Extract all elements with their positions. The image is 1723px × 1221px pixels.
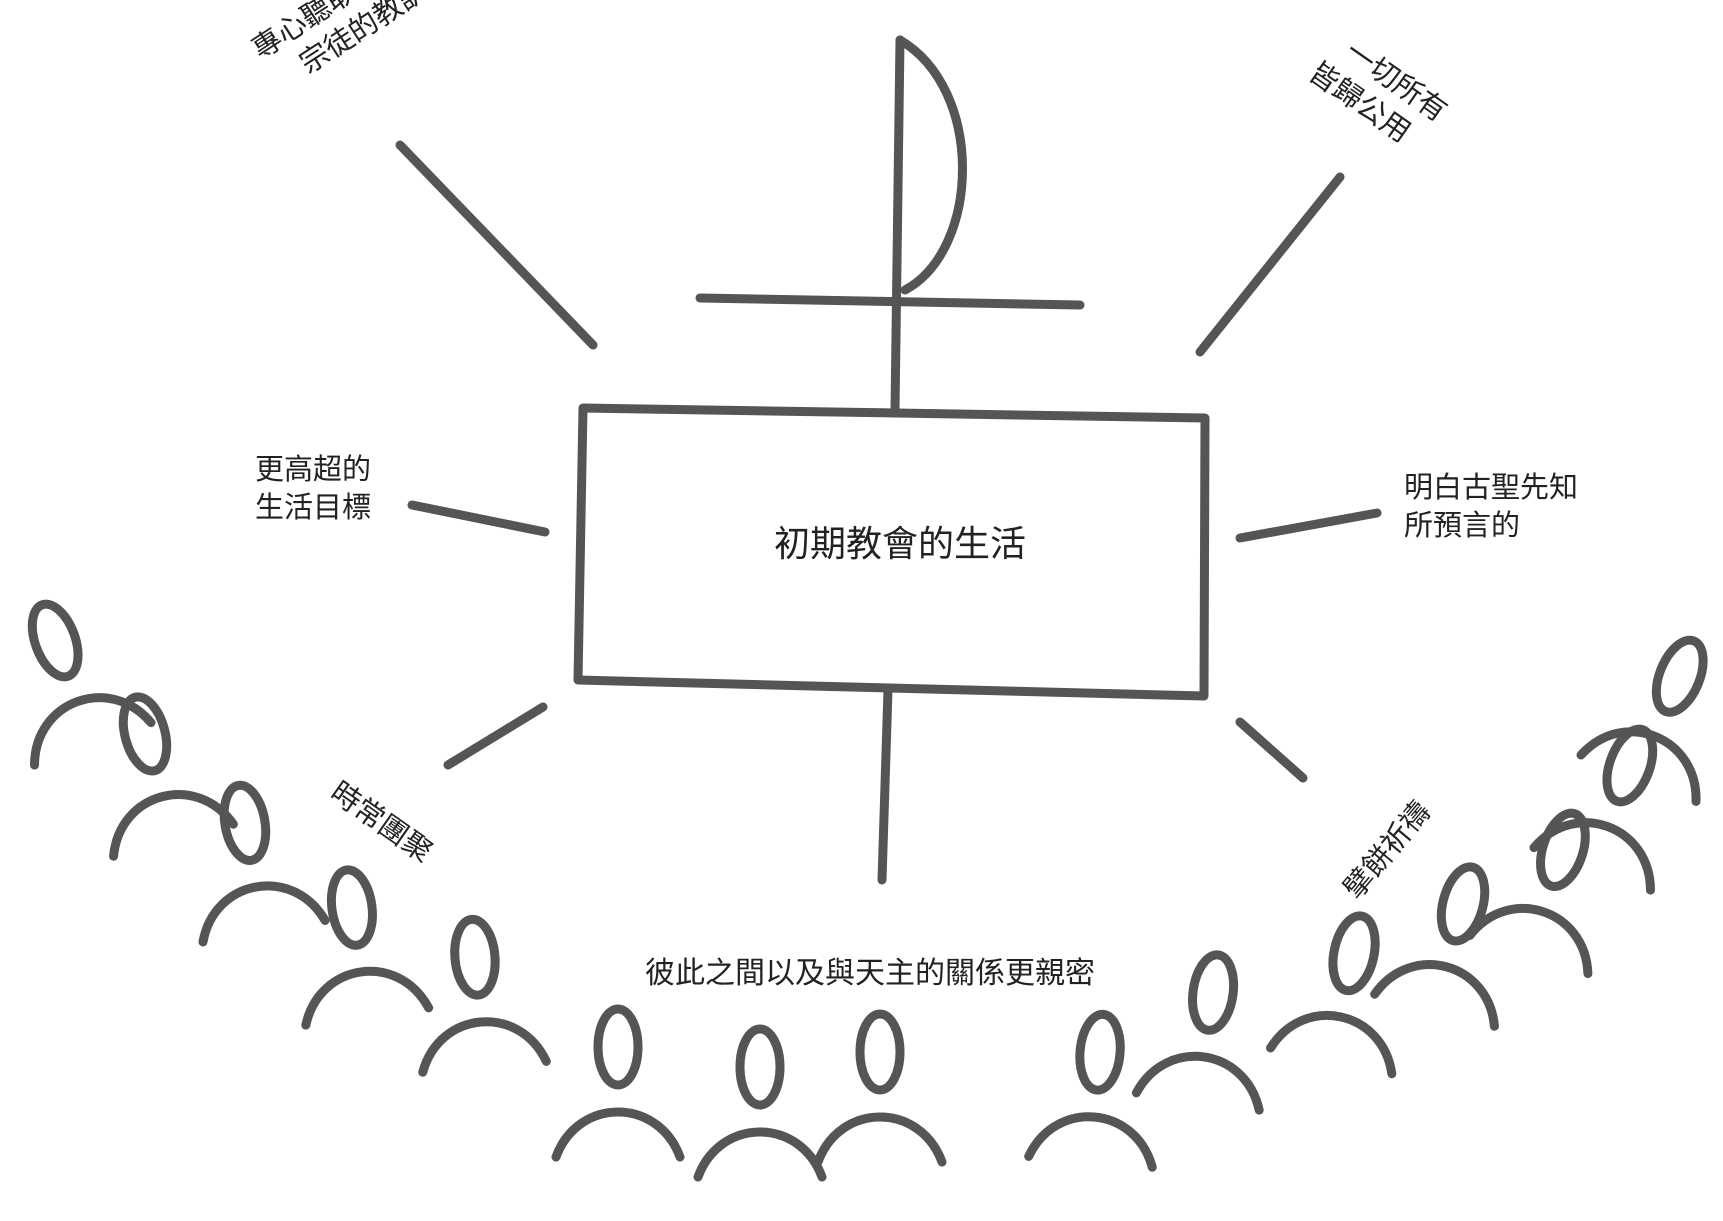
cross-vertical-upper	[890, 35, 905, 415]
person-head	[219, 780, 271, 865]
person-icon	[813, 1009, 947, 1167]
label-mid-right-line1: 明白古聖先知	[1404, 470, 1579, 504]
person-arms	[198, 881, 330, 947]
person-icon	[1465, 808, 1593, 979]
person-arms	[1370, 960, 1499, 1031]
person-icon	[1024, 1009, 1157, 1172]
person-icon	[109, 692, 238, 861]
person-icon	[551, 1004, 685, 1162]
people-group	[27, 599, 1708, 1182]
person-icon	[1370, 862, 1499, 1031]
label-mid-left: 更高超的 生活目標	[255, 450, 371, 526]
center-box	[573, 403, 1210, 701]
person-head	[735, 1024, 785, 1110]
person-icon	[1576, 635, 1708, 806]
person-arms	[301, 966, 434, 1030]
person-arms	[1131, 1051, 1264, 1115]
ray-bottom-left	[443, 702, 548, 770]
person-icon	[27, 599, 156, 770]
person-head	[593, 1004, 643, 1090]
person-icon	[1131, 950, 1264, 1115]
ray-top-right	[1195, 172, 1345, 357]
label-bottom: 彼此之間以及與天主的關係更親密	[645, 956, 1095, 991]
person-icon	[1266, 911, 1397, 1079]
person-icon	[198, 780, 330, 947]
person-head	[1188, 950, 1239, 1035]
person-head	[1075, 1009, 1125, 1095]
person-head	[27, 599, 83, 682]
person-icon	[301, 865, 434, 1030]
ray-top-left	[395, 140, 598, 350]
center-title: 初期教會的生活	[773, 524, 1026, 565]
person-icon	[418, 914, 551, 1077]
ray-bottom-right	[1235, 717, 1308, 783]
label-mid-left-line2: 生活目標	[255, 490, 372, 524]
person-arms	[1529, 818, 1655, 895]
person-arms	[30, 693, 156, 770]
ray-mid-right	[1235, 508, 1382, 543]
person-head	[450, 914, 500, 1000]
cross-horizontal	[695, 293, 1085, 310]
person-arms	[1024, 1112, 1157, 1172]
person-arms	[813, 1112, 947, 1167]
person-head	[118, 692, 172, 776]
person-arms	[1576, 727, 1701, 806]
cross-vertical-lower	[877, 685, 893, 885]
person-arms	[551, 1107, 685, 1162]
person-head	[1436, 862, 1490, 946]
label-mid-right-line2: 所預言的	[1404, 508, 1521, 542]
person-head	[326, 865, 377, 950]
person-arms	[109, 790, 238, 861]
person-arms	[1266, 1010, 1397, 1079]
person-head	[1651, 635, 1708, 717]
person-head	[855, 1009, 905, 1095]
cross-loop	[895, 35, 967, 295]
person-arms	[418, 1017, 551, 1077]
cross-symbol	[695, 35, 1085, 885]
person-arms	[693, 1127, 827, 1182]
rays	[395, 140, 1382, 783]
person-icon	[693, 1024, 827, 1182]
ray-mid-left	[407, 500, 550, 537]
label-mid-left-line1: 更高超的	[255, 452, 372, 486]
person-head	[1328, 911, 1380, 996]
person-arms	[1465, 904, 1593, 979]
label-mid-right: 明白古聖先知 所預言的	[1404, 468, 1578, 544]
